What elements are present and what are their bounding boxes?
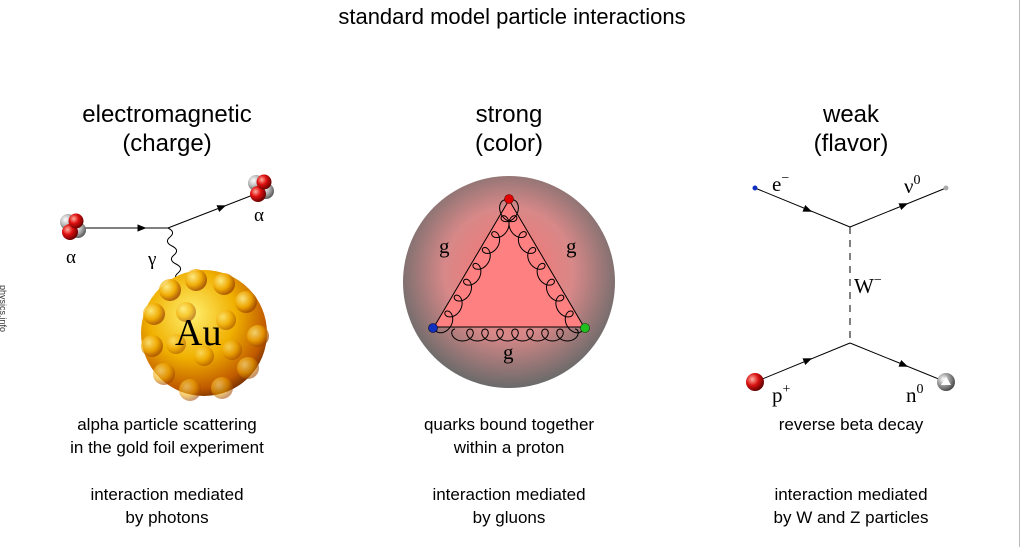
gluon-left-label: g [439,234,450,258]
strong-heading: strong (color) [379,100,639,158]
gluon-bottom-coil [451,328,579,342]
strong-mediator: interaction mediated by gluons [359,483,659,529]
proton-ball-icon [746,373,764,391]
em-outgoing-line [167,192,259,229]
weak-mediator-line2: by W and Z particles [773,508,929,527]
em-heading: electromagnetic (charge) [37,100,297,158]
em-photon-label: γ [147,249,156,270]
weak-heading-line1: weak [822,101,880,128]
strong-mediator-line1: interaction mediated [432,485,586,504]
weak-diagram: e− ν0 W− p+ n0 [746,171,955,407]
strong-caption: quarks bound together within a proton [359,413,659,459]
gluon-bottom-label: g [503,340,514,364]
weak-heading-line2: (flavor) [813,130,889,157]
em-caption: alpha particle scattering in the gold fo… [17,413,317,459]
weak-mediator-line1: interaction mediated [774,485,928,504]
gluon-right-coil [499,199,584,334]
electron-line [754,187,851,228]
weak-caption: reverse beta decay [701,413,1001,436]
em-caption-line1: alpha particle scattering [77,415,257,434]
green-quark-icon [580,323,590,333]
strong-mediator-line2: by gluons [472,508,546,527]
em-mediator-line2: by photons [125,508,209,527]
neutrino-dot-icon [943,185,949,191]
em-caption-line2: in the gold foil experiment [70,438,264,457]
em-heading-line2: (charge) [122,130,212,157]
alpha-incoming-icon [60,213,86,240]
neutron-label: n0 [906,382,924,407]
strong-heading-line2: (color) [474,130,543,157]
electron-label: e− [772,171,789,196]
em-nucleus-label: Au [175,312,221,354]
neutron-line [849,342,947,383]
quark-triangle [433,199,585,328]
strong-diagram: g g g [403,176,615,388]
blue-quark-icon [428,323,438,333]
neutrino-line [849,187,947,228]
weak-heading: weak (flavor) [721,100,981,158]
alpha-outgoing-icon [248,174,274,202]
em-heading-line1: electromagnetic [82,101,252,128]
electron-dot-icon [752,185,758,191]
w-boson-label: W− [854,273,882,298]
em-mediator: interaction mediated by photons [17,483,317,529]
weak-mediator: interaction mediated by W and Z particle… [701,483,1001,529]
red-quark-icon [504,194,514,204]
em-mediator-line1: interaction mediated [90,485,244,504]
page-title: standard model particle interactions [338,4,686,29]
em-diagram: α α γ Au [60,174,274,401]
em-alpha-out-label: α [254,205,264,226]
proton-line [754,342,851,383]
right-edge-line [1019,0,1020,547]
strong-heading-line1: strong [475,101,543,128]
neutron-ball-icon [937,373,955,391]
gluon-right-label: g [566,234,577,258]
strong-caption-line2: within a proton [453,438,565,457]
strong-caption-line1: quarks bound together [423,415,595,434]
proton-label: p+ [772,382,791,407]
gold-nucleus-icon [141,269,269,401]
weak-caption-line1: reverse beta decay [778,415,924,434]
neutrino-label: ν0 [904,173,921,198]
em-alpha-in-label: α [66,247,76,268]
